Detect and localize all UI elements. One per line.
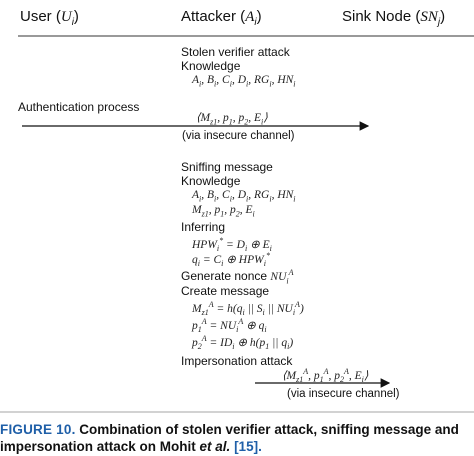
caption-text: Combination of stolen verifier attack, s…	[0, 422, 459, 454]
auth-channel-note: (via insecure channel)	[182, 130, 295, 142]
phase2-knowledge-values-2: Mz1, p1, p2, Ei	[192, 204, 255, 219]
generate-nonce: Generate nonce NUiA	[181, 268, 294, 286]
caption-ref: [15].	[234, 439, 262, 454]
sniffing-message-title: Sniffing message	[181, 160, 273, 174]
sink-subscript: j	[437, 17, 441, 28]
create-msg-p2: p2A = IDi ⊕ h(p1 || qi)	[192, 334, 294, 352]
authentication-process-label: Authentication process	[18, 100, 140, 114]
sink-symbol: SN	[420, 9, 438, 25]
phase1-knowledge-values: Ai, Bi, Ci, Di, RGi, HNi	[192, 74, 296, 89]
user-header: User (Ui)	[20, 8, 79, 28]
create-message-label: Create message	[181, 284, 270, 298]
attacker-symbol: A	[245, 9, 255, 25]
impersonation-message: ⟨Mz1A, p1A, p2A, Ei⟩	[282, 367, 369, 385]
phase1-knowledge-label: Knowledge	[181, 59, 241, 73]
sink-node-header: Sink Node (SNj)	[342, 8, 446, 28]
create-msg-mz1: Mz1A = h(qi || Si || NUiA)	[192, 300, 304, 318]
phase2-knowledge-values: Ai, Bi, Ci, Di, RGi, HNi	[192, 189, 296, 204]
caption-etal: et al.	[199, 439, 231, 454]
inferring-label: Inferring	[181, 220, 226, 234]
user-subscript: i	[71, 17, 74, 28]
impersonation-channel-note: (via insecure channel)	[287, 388, 400, 400]
auth-message: ⟨Mz1, p1, p2, Ei⟩	[196, 112, 268, 127]
infer-hpw: HPWi* = Di ⊕ Ei	[192, 236, 272, 254]
stolen-verifier-title: Stolen verifier attack	[181, 45, 290, 59]
attacker-header: Attacker (Ai)	[181, 8, 262, 28]
nonce-symbol: NUiA	[270, 268, 294, 286]
user-symbol: U	[60, 9, 72, 25]
figure-number: FIGURE 10.	[0, 422, 76, 437]
infer-q: qi = Ci ⊕ HPWi*	[192, 251, 270, 269]
phase2-knowledge-label: Knowledge	[181, 174, 241, 188]
figure-caption: FIGURE 10. Combination of stolen verifie…	[0, 421, 474, 455]
impersonation-attack-label: Impersonation attack	[181, 354, 293, 368]
create-msg-p1: p1A = NUiA ⊕ qi	[192, 317, 267, 335]
attacker-subscript: i	[254, 17, 257, 28]
